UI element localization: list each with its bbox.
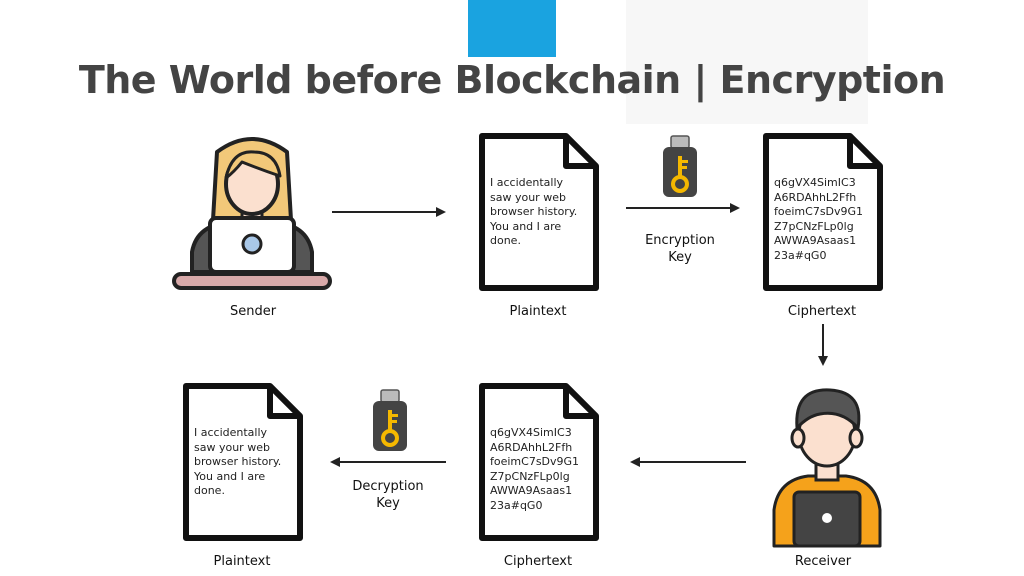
receiver-icon — [772, 388, 882, 548]
arrow-plaintext-to-ciphertext — [626, 203, 740, 213]
arrow-sender-to-plaintext — [332, 207, 446, 217]
encryption-key-icon — [663, 135, 697, 197]
ciphertext-document-icon — [763, 133, 883, 291]
plaintext-document-icon — [183, 383, 303, 541]
ciphertext-label: Ciphertext — [503, 554, 573, 569]
receiver-label: Receiver — [794, 554, 852, 569]
arrow-ciphertext-to-receiver — [818, 324, 828, 366]
plaintext-body: I accidentally saw your web browser hist… — [490, 176, 578, 247]
arrow-ciphertext-to-plaintext — [330, 457, 446, 467]
plaintext-body: I accidentally saw your web browser hist… — [194, 426, 282, 497]
encryption-key-label: Encryption Key — [645, 233, 715, 265]
decryption-key-icon — [373, 389, 407, 451]
ciphertext-label: Ciphertext — [787, 304, 857, 319]
accent-block — [468, 0, 556, 57]
ciphertext-document-icon — [479, 383, 599, 541]
ciphertext-body: q6gVX4SimIC3 A6RDAhhL2Ffh foeimC7sDv9G1 … — [774, 176, 864, 262]
plaintext-label: Plaintext — [509, 304, 567, 319]
plaintext-document-icon — [479, 133, 599, 291]
page-title: The World before Blockchain | Encryption — [78, 58, 946, 102]
arrow-receiver-to-ciphertext — [630, 457, 746, 467]
ciphertext-body: q6gVX4SimIC3 A6RDAhhL2Ffh foeimC7sDv9G1 … — [490, 426, 580, 512]
sender-icon — [172, 137, 332, 290]
decryption-key-label: Decryption Key — [352, 479, 424, 511]
background-panel — [626, 0, 868, 124]
sender-label: Sender — [229, 304, 277, 319]
plaintext-label: Plaintext — [213, 554, 271, 569]
